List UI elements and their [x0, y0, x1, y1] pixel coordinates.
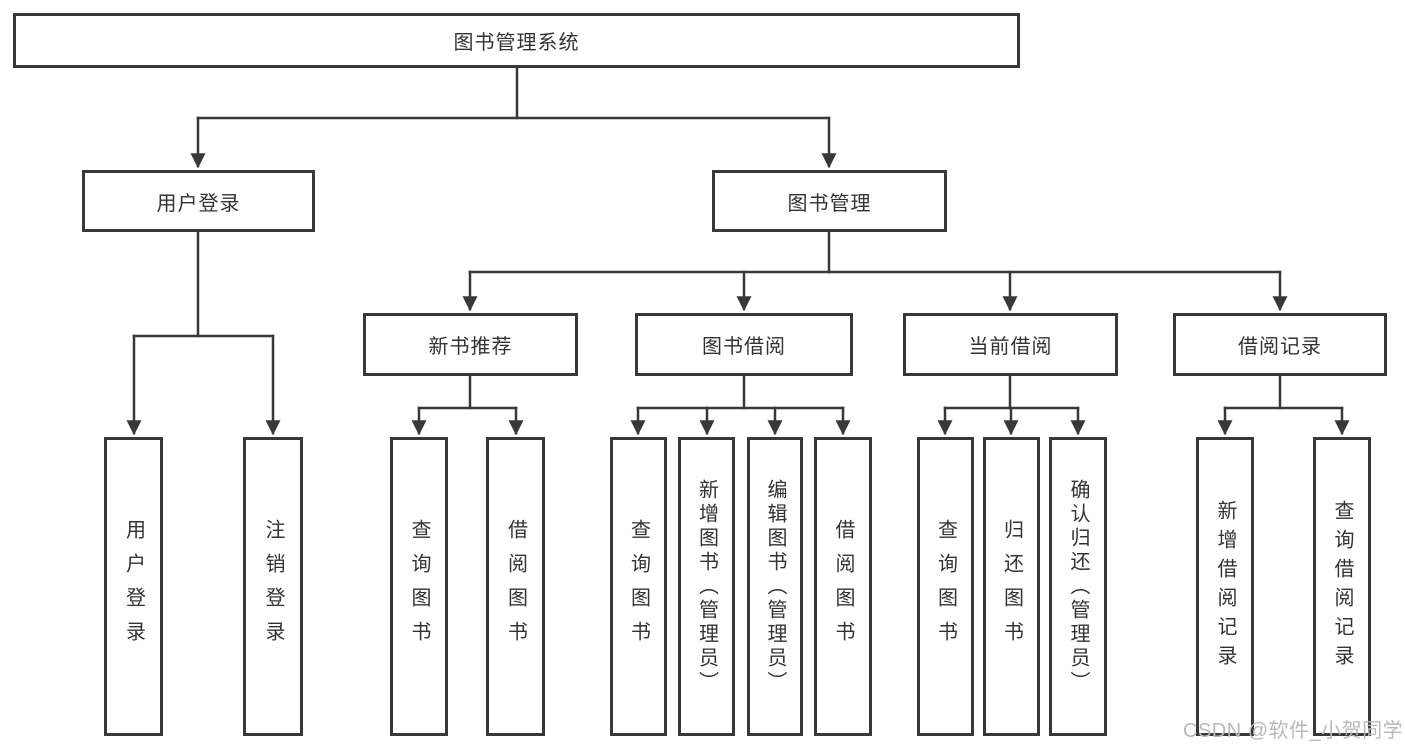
leaf-borrow-books-recommend-label: 借阅图书 — [504, 518, 527, 655]
node-root-label: 图书管理系统 — [453, 32, 580, 54]
leaf-user-login: 用户登录 — [104, 437, 163, 736]
node-borrow-records-label: 借阅记录 — [1238, 336, 1322, 358]
leaf-add-books-admin-label: 新增图书（管理员） — [695, 478, 718, 695]
node-current-borrow-label: 当前借阅 — [968, 336, 1053, 358]
node-borrow-records: 借阅记录 — [1173, 313, 1387, 376]
leaf-query-borrow-record-label: 查询借阅记录 — [1331, 499, 1353, 674]
leaf-user-login-label: 用户登录 — [122, 518, 145, 655]
node-book-management: 图书管理 — [712, 170, 947, 232]
node-book-borrow: 图书借阅 — [635, 313, 853, 376]
leaf-query-books-borrow: 查询图书 — [610, 437, 667, 736]
leaf-add-borrow-record-label: 新增借阅记录 — [1214, 499, 1236, 674]
leaf-add-borrow-record: 新增借阅记录 — [1196, 437, 1254, 736]
leaf-confirm-return-admin-label: 确认归还（管理员） — [1067, 478, 1089, 695]
node-current-borrow: 当前借阅 — [903, 313, 1118, 376]
node-user-login-label: 用户登录 — [156, 192, 241, 215]
csdn-watermark: CSDN @软件_小贺同学 — [1183, 720, 1404, 742]
leaf-edit-books-admin-label: 编辑图书（管理员） — [764, 478, 786, 695]
node-new-book-recommend: 新书推荐 — [363, 313, 578, 376]
leaf-borrow-books: 借阅图书 — [814, 437, 872, 736]
leaf-borrow-books-recommend: 借阅图书 — [486, 437, 545, 736]
leaf-query-books-current-label: 查询图书 — [934, 518, 957, 655]
node-user-login: 用户登录 — [82, 170, 315, 232]
leaf-query-books-recommend-label: 查询图书 — [408, 518, 430, 655]
leaf-query-books-borrow-label: 查询图书 — [627, 518, 650, 655]
leaf-edit-books-admin: 编辑图书（管理员） — [747, 437, 803, 736]
leaf-query-books-current: 查询图书 — [917, 437, 974, 736]
leaf-query-books-recommend: 查询图书 — [390, 437, 448, 736]
node-new-book-recommend-label: 新书推荐 — [428, 336, 513, 358]
node-root: 图书管理系统 — [13, 13, 1020, 68]
leaf-return-books: 归还图书 — [983, 437, 1040, 736]
node-book-borrow-label: 图书借阅 — [702, 336, 786, 358]
node-book-management-label: 图书管理 — [787, 192, 872, 215]
leaf-add-books-admin: 新增图书（管理员） — [678, 437, 735, 736]
leaf-confirm-return-admin: 确认归还（管理员） — [1049, 437, 1107, 736]
leaf-return-books-label: 归还图书 — [1000, 518, 1023, 655]
leaf-query-borrow-record: 查询借阅记录 — [1313, 437, 1371, 736]
leaf-logout: 注销登录 — [243, 437, 303, 736]
leaf-borrow-books-label: 借阅图书 — [832, 518, 854, 655]
leaf-logout-label: 注销登录 — [262, 518, 284, 655]
